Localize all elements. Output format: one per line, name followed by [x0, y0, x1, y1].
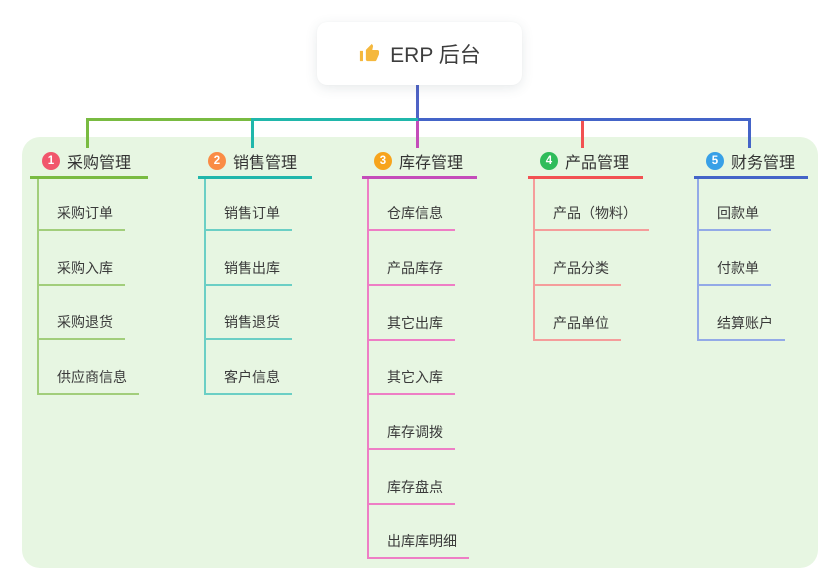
- product-unit-node[interactable]: 产品单位: [533, 313, 621, 341]
- bus-segment-teal: [253, 118, 418, 121]
- branch-1-children-connector: [37, 179, 39, 395]
- purchase-return-node[interactable]: 采购退货: [37, 312, 125, 340]
- branch-5-underline: [694, 176, 808, 179]
- receipt-doc-node[interactable]: 回款单: [697, 203, 771, 231]
- branch-4-underline: [528, 176, 643, 179]
- bus-segment-green: [86, 118, 253, 121]
- branch-5-drop-line: [748, 118, 751, 148]
- branch-3-children-connector: [367, 179, 369, 559]
- branch-5-children-connector: [697, 179, 699, 341]
- branch-1-label: 采购管理: [67, 155, 132, 172]
- branch-2-children-connector: [204, 179, 206, 395]
- branches-panel: [22, 137, 818, 568]
- outbound-detail-node[interactable]: 出库库明细: [367, 531, 469, 559]
- branch-3-label: 库存管理: [399, 155, 464, 172]
- branch-3-badge: 3: [374, 152, 392, 170]
- root-node[interactable]: ERP 后台: [317, 22, 522, 85]
- branch-1-badge: 1: [42, 152, 60, 170]
- branch-2-badge: 2: [208, 152, 226, 170]
- product-material-node[interactable]: 产品（物料）: [533, 203, 649, 231]
- other-outbound-node[interactable]: 其它出库: [367, 313, 455, 341]
- stock-count-node[interactable]: 库存盘点: [367, 477, 455, 505]
- sales-return-node[interactable]: 销售退货: [204, 312, 292, 340]
- settlement-account-node[interactable]: 结算账户: [697, 313, 785, 341]
- branch-1-header[interactable]: 1 采购管理: [42, 149, 131, 173]
- sales-order-node[interactable]: 销售订单: [204, 203, 292, 231]
- branch-4-drop-line: [581, 121, 584, 148]
- branch-3-underline: [362, 176, 477, 179]
- supplier-info-node[interactable]: 供应商信息: [37, 367, 139, 395]
- root-connector-line: [416, 85, 419, 118]
- branch-2-header[interactable]: 2 销售管理: [208, 149, 297, 173]
- purchase-inbound-node[interactable]: 采购入库: [37, 258, 125, 286]
- branch-2-label: 销售管理: [233, 155, 298, 172]
- customer-info-node[interactable]: 客户信息: [204, 367, 292, 395]
- payment-doc-node[interactable]: 付款单: [697, 258, 771, 286]
- branch-5-header[interactable]: 5 财务管理: [706, 149, 795, 173]
- stock-transfer-node[interactable]: 库存调拨: [367, 422, 455, 450]
- branch-2-drop-line: [251, 118, 254, 148]
- other-inbound-node[interactable]: 其它入库: [367, 367, 455, 395]
- branch-2-underline: [198, 176, 312, 179]
- branch-4-badge: 4: [540, 152, 558, 170]
- branch-1-drop-line: [86, 118, 89, 148]
- branch-4-header[interactable]: 4 产品管理: [540, 149, 629, 173]
- product-stock-node[interactable]: 产品库存: [367, 258, 455, 286]
- branch-5-badge: 5: [706, 152, 724, 170]
- branch-4-label: 产品管理: [565, 155, 630, 172]
- purchase-order-node[interactable]: 采购订单: [37, 203, 125, 231]
- warehouse-info-node[interactable]: 仓库信息: [367, 203, 455, 231]
- sales-outbound-node[interactable]: 销售出库: [204, 258, 292, 286]
- branch-3-header[interactable]: 3 库存管理: [374, 149, 463, 173]
- thumbs-up-icon: [358, 42, 381, 65]
- product-category-node[interactable]: 产品分类: [533, 258, 621, 286]
- bus-segment-blue: [418, 118, 751, 121]
- root-label: ERP 后台: [390, 43, 481, 67]
- branch-3-drop-line: [416, 121, 419, 148]
- branch-5-label: 财务管理: [731, 155, 796, 172]
- branch-1-underline: [30, 176, 148, 179]
- branch-4-children-connector: [533, 179, 535, 341]
